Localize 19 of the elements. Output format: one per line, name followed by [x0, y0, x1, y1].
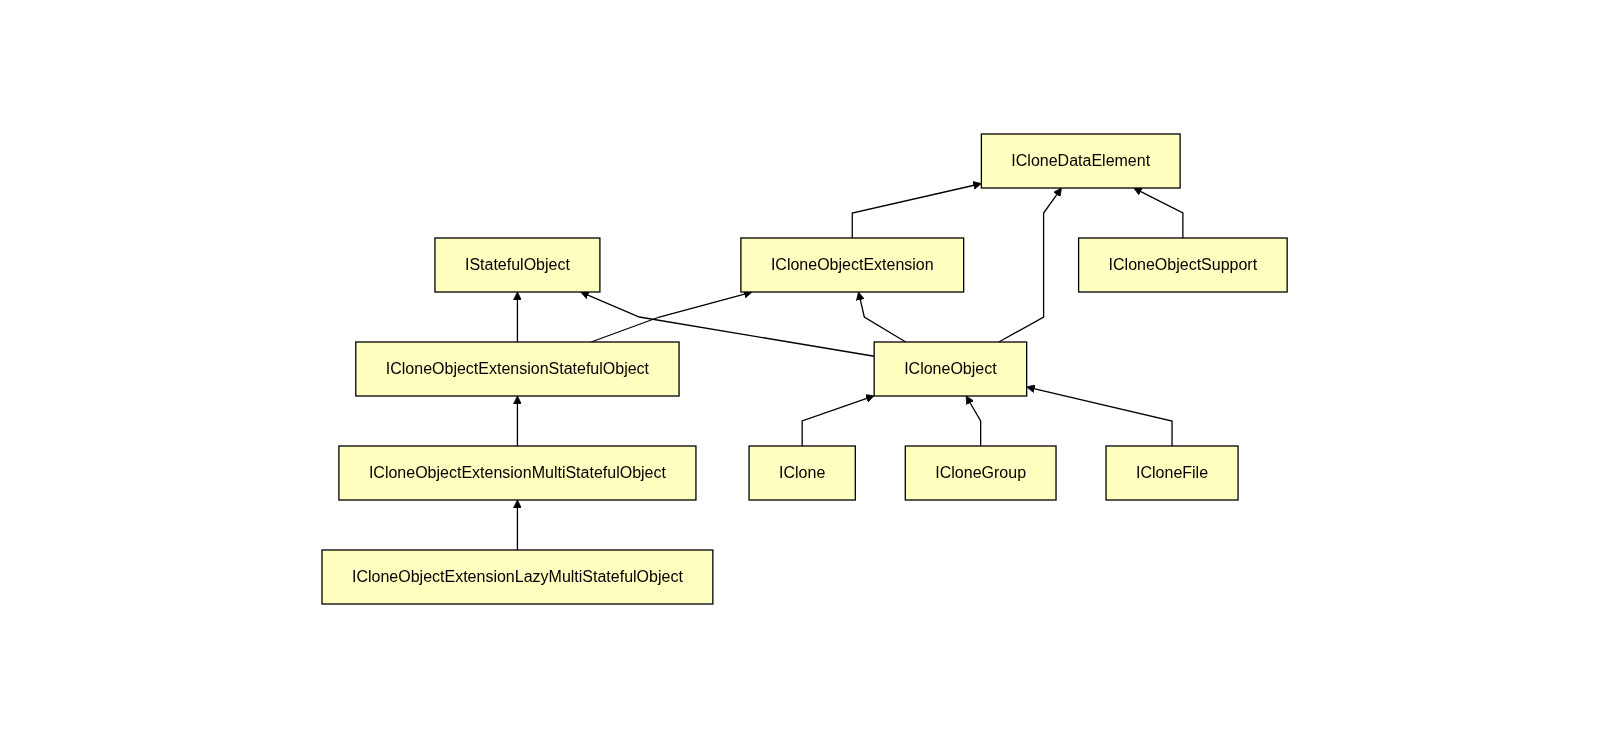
- node-box: ICloneObjectExtension: [740, 237, 965, 293]
- arrow: [998, 187, 1063, 343]
- arrow: [856, 291, 907, 343]
- node-box: ICloneDataElement: [981, 133, 1182, 189]
- node-box: ICloneObjectSupport: [1078, 237, 1289, 293]
- node-box: ICloneFile: [1105, 445, 1240, 501]
- node-box: ICloneObjectExtensionStatefulObject: [355, 341, 681, 397]
- node-box: IClone: [748, 445, 857, 501]
- arrow: [513, 499, 523, 551]
- arrow: [801, 394, 875, 447]
- arrow: [513, 395, 523, 447]
- node-box: ICloneObjectExtensionLazyMultiStatefulObject: [321, 549, 714, 605]
- node-box: ICloneObject: [873, 341, 1028, 397]
- arrow: [966, 395, 982, 447]
- arrow: [1133, 187, 1184, 239]
- arrow: [513, 291, 523, 343]
- node-box: IStatefulObject: [434, 237, 601, 293]
- node-box: ICloneGroup: [905, 445, 1058, 501]
- node-box: ICloneObjectExtensionMultiStatefulObject: [338, 445, 697, 501]
